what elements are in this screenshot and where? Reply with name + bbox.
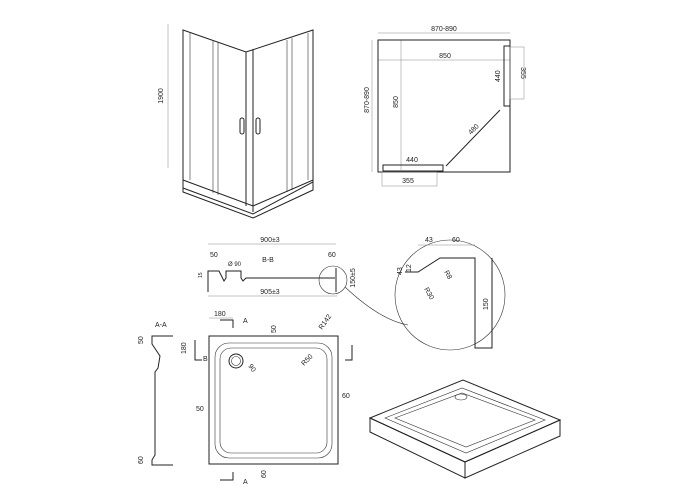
- detail-magnifier: [394, 239, 506, 351]
- overall-depth-label: 870-890: [364, 87, 371, 113]
- inner-r-label: R50: [300, 353, 314, 367]
- tray-3d-top: [368, 379, 562, 463]
- detail-43-side: 43: [397, 267, 404, 275]
- inner-width-label: 850: [439, 53, 451, 60]
- mark-a-top: A: [243, 318, 248, 325]
- drain-dia-label: Ø 90: [228, 262, 242, 268]
- corner-r-label: R142: [318, 313, 333, 331]
- mark-a-bottom: A: [243, 479, 248, 486]
- detail-r30: R30: [422, 287, 435, 302]
- dim-180-top: 180: [214, 311, 226, 318]
- section-aa: A-A 50 60: [138, 322, 173, 466]
- overall-width-label: 870-890: [431, 26, 457, 33]
- door-handle-right: [255, 117, 261, 135]
- right-rim-label: 60: [342, 393, 350, 400]
- door-right-label: 440: [495, 70, 502, 82]
- right-rim-label: 60: [328, 252, 336, 259]
- tray-3d-view: [368, 379, 562, 479]
- height-label: 1900: [158, 88, 165, 104]
- fixed-bottom-label: 355: [402, 178, 414, 185]
- bottom-rim-label: 60: [261, 470, 268, 478]
- top-rim-label: 50: [271, 325, 278, 333]
- tray-rim: [214, 342, 333, 459]
- left-height-label: 15: [198, 272, 204, 278]
- fixed-right-label: 355: [519, 67, 526, 79]
- bottom-width-label: 905±3: [260, 289, 280, 296]
- detail-height: 150: [483, 298, 490, 310]
- drain-label: 90: [246, 363, 256, 373]
- aa-top-label: 50: [138, 336, 145, 344]
- tray-profile: [207, 270, 335, 292]
- tray-plan: 180 A A 180 B 50 R142 R50 90 50 60 60: [181, 311, 353, 486]
- dim-180-side: 180: [181, 342, 188, 354]
- detail-43-top: 43: [425, 237, 433, 244]
- detail-12: 12: [406, 264, 413, 272]
- top-width-label: 900±3: [260, 237, 280, 244]
- section-bb: 900±3 905±3 B-B 50 60 Ø 90 15 150±5: [198, 237, 409, 326]
- door-bottom-label: 440: [406, 157, 418, 164]
- detail-circle: [318, 265, 348, 295]
- enclosure-frame: [182, 29, 314, 215]
- section-bb-title: B-B: [262, 257, 274, 264]
- detail-profile: [405, 257, 493, 349]
- left-rim-label: 50: [196, 406, 204, 413]
- inner-depth-label: 850: [393, 96, 400, 108]
- detail-60: 60: [452, 237, 460, 244]
- mark-b-left: B: [203, 356, 208, 363]
- aa-bottom-label: 60: [138, 456, 145, 464]
- diagonal-line: [445, 109, 501, 167]
- left-rim-label: 50: [210, 252, 218, 259]
- tray-base: [182, 179, 314, 219]
- detail-view: 43 60 43 12 R8 R30 150: [394, 237, 506, 351]
- section-aa-title: A-A: [155, 322, 167, 329]
- perspective-view: 1900: [158, 24, 314, 219]
- tray-basin: [219, 347, 328, 454]
- door-handle-left: [239, 117, 245, 135]
- detail-r8: R8: [442, 270, 453, 281]
- tray-outer: [208, 335, 339, 465]
- height-label: 150±5: [350, 268, 357, 288]
- drain-icon: [228, 353, 244, 369]
- plan-view: 870-890 850 870-890 850 480 440 440 355 …: [364, 26, 526, 187]
- diagonal-label: 480: [467, 123, 480, 136]
- tray-3d-drain: [454, 393, 468, 401]
- aa-profile: [151, 335, 173, 466]
